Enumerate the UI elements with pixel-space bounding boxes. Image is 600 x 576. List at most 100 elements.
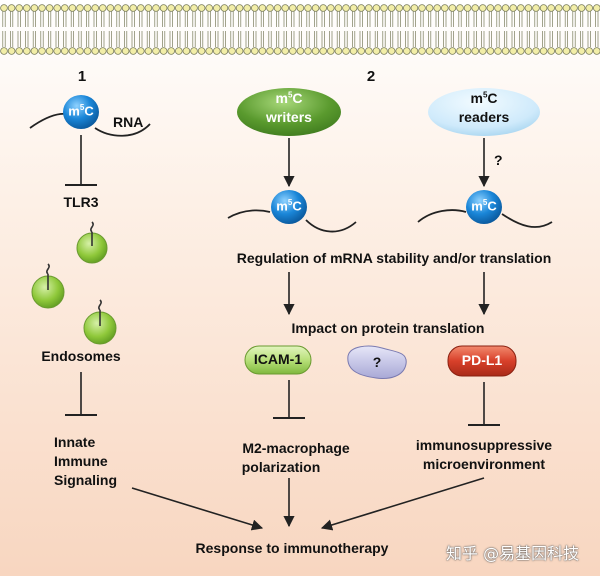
m5c-label-mid: m5C <box>276 198 302 214</box>
lipid-head-top <box>197 4 206 12</box>
lipid-tail-bottom <box>131 31 135 47</box>
lipid-head-top <box>524 4 533 12</box>
pdl1-shape <box>447 345 517 377</box>
lipid-head-top <box>243 4 252 12</box>
lipid-tail-top <box>48 11 52 27</box>
lipid-head-bottom <box>440 47 449 55</box>
lipid-tail-bottom <box>344 31 348 47</box>
lipid-head-bottom <box>501 47 510 55</box>
lipid-tail-top <box>93 11 97 27</box>
lipid-tail-bottom <box>101 31 105 47</box>
lipid-head-bottom <box>22 47 31 55</box>
lipid-head-bottom <box>0 47 8 55</box>
lipid-tail-top <box>131 11 135 27</box>
lipid-head-bottom <box>456 47 464 55</box>
lipid-tail-bottom <box>504 31 508 47</box>
lipid-tail-bottom <box>108 31 112 47</box>
lipid-head-top <box>418 4 426 12</box>
lipid-head-bottom <box>509 47 518 55</box>
readers-label: readers <box>458 109 510 125</box>
lipid-tail-top <box>291 11 295 27</box>
lipid-tail-top <box>511 11 515 27</box>
lipid-head-top <box>61 4 69 12</box>
lipid-tail-bottom <box>276 31 280 47</box>
lipid-tail-bottom <box>336 31 340 47</box>
arrow-immuno-to-response <box>320 477 485 531</box>
lipid-head-bottom <box>106 47 115 55</box>
lipid-tail-bottom <box>564 31 568 47</box>
lipid-head-bottom <box>213 47 221 55</box>
lipid-tail-top <box>169 11 173 27</box>
lipid-tail-top <box>390 11 394 27</box>
lipid-tail-top <box>32 11 36 27</box>
lipid-tail-bottom <box>25 31 29 47</box>
lipid-head-bottom <box>266 47 274 55</box>
lipid-head-bottom <box>387 47 396 55</box>
lipid-head-top <box>425 4 434 12</box>
lipid-tail-bottom <box>146 31 150 47</box>
lipid-head-top <box>577 4 586 12</box>
lipid-tail-bottom <box>215 31 219 47</box>
lipid-head-top <box>152 4 160 12</box>
lipid-head-bottom <box>76 47 84 55</box>
lipid-head-top <box>585 4 593 12</box>
lipid-tail-bottom <box>17 31 21 47</box>
mrna-strand-mid-left <box>227 209 271 219</box>
lipid-tail-bottom <box>306 31 310 47</box>
lipid-head-bottom <box>114 47 122 55</box>
lipid-tail-top <box>549 11 553 27</box>
lipid-tail-top <box>40 11 44 27</box>
lipid-head-top <box>372 4 381 12</box>
lipid-tail-top <box>222 11 226 27</box>
lipid-head-top <box>83 4 92 12</box>
lipid-tail-bottom <box>412 31 416 47</box>
lipid-head-top <box>357 4 366 12</box>
lipid-head-top <box>220 4 229 12</box>
lipid-head-top <box>106 4 115 12</box>
lipid-head-bottom <box>433 47 442 55</box>
lipid-head-top <box>471 4 480 12</box>
lipid-head-top <box>114 4 122 12</box>
lipid-head-top <box>45 4 54 12</box>
lipid-head-top <box>53 4 61 12</box>
lipid-tail-top <box>352 11 356 27</box>
lipid-head-bottom <box>144 47 153 55</box>
mrna-strand-right-right <box>501 213 553 228</box>
lipid-head-bottom <box>577 47 586 55</box>
lipid-head-bottom <box>547 47 555 55</box>
lipid-head-top <box>30 4 39 12</box>
m5c-ball-mid <box>271 190 307 224</box>
lipid-tail-bottom <box>435 31 439 47</box>
lipid-head-bottom <box>562 47 571 55</box>
lipid-tail-bottom <box>595 31 599 47</box>
lipid-tail-bottom <box>124 31 128 47</box>
lipid-tail-top <box>116 11 120 27</box>
lipid-head-bottom <box>570 47 578 55</box>
lipid-head-bottom <box>152 47 160 55</box>
lipid-tail-bottom <box>238 31 242 47</box>
panel-2-number: 2 <box>366 68 376 85</box>
lipid-tail-bottom <box>93 31 97 47</box>
lipid-tail-top <box>314 11 318 27</box>
lipid-head-top <box>319 4 328 12</box>
lipid-head-bottom <box>494 47 502 55</box>
lipid-tail-top <box>359 11 363 27</box>
lipid-head-top <box>38 4 46 12</box>
lipid-head-bottom <box>38 47 46 55</box>
lipid-head-top <box>175 4 183 12</box>
lipid-head-bottom <box>273 47 282 55</box>
lipid-tail-bottom <box>230 31 234 47</box>
lipid-tail-bottom <box>420 31 424 47</box>
lipid-tail-top <box>344 11 348 27</box>
lipid-head-top <box>288 4 297 12</box>
lipid-head-top <box>266 4 274 12</box>
lipid-head-bottom <box>364 47 373 55</box>
lipid-head-bottom <box>61 47 69 55</box>
lipid-head-bottom <box>99 47 107 55</box>
lipid-head-top <box>7 4 16 12</box>
lipid-tail-top <box>70 11 74 27</box>
lipid-head-top <box>190 4 198 12</box>
lipid-head-top <box>539 4 548 12</box>
lipid-head-bottom <box>83 47 92 55</box>
lipid-tail-bottom <box>329 31 333 47</box>
